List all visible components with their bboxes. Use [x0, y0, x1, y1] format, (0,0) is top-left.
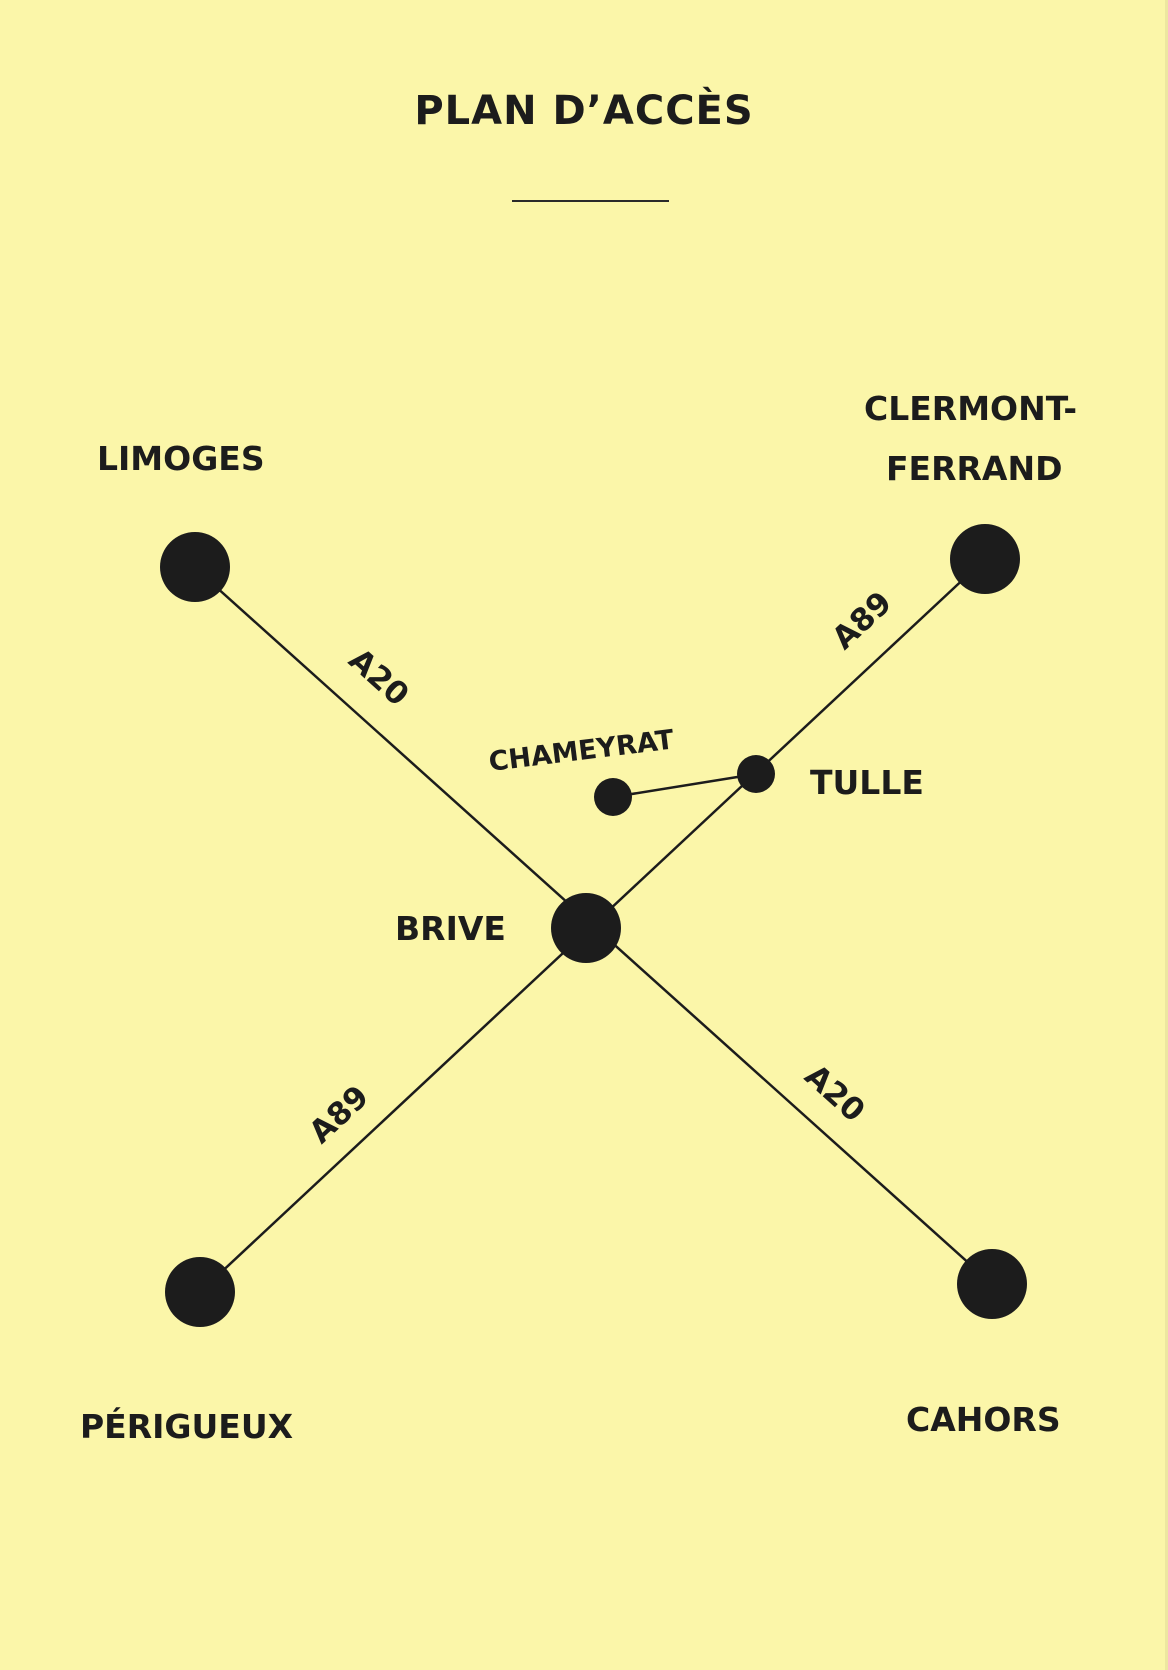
perigueux-label: PÉRIGUEUX [80, 1406, 293, 1446]
title-underline [512, 200, 669, 202]
tulle-label: TULLE [810, 763, 924, 802]
road-label-a20-north: A20 [342, 642, 416, 714]
chameyrat-label: CHAMEYRAT [487, 724, 676, 778]
clermont-ferrand-marker [950, 524, 1020, 594]
clermont-label-line1: CLERMONT- [864, 389, 1077, 428]
road-label-a89-east: A89 [825, 585, 899, 657]
cahors-marker [957, 1249, 1027, 1319]
tulle-marker [737, 755, 775, 793]
chameyrat-marker [594, 778, 632, 816]
limoges-label: LIMOGES [97, 439, 265, 478]
road-chameyrat-tulle [612, 772, 757, 799]
cahors-label: CAHORS [906, 1400, 1061, 1439]
road-label-a89-west: A89 [302, 1079, 376, 1151]
brive-marker [551, 893, 621, 963]
page-title: PLAN D’ACCÈS [414, 88, 754, 134]
brive-label: BRIVE [395, 909, 506, 948]
perigueux-marker [165, 1257, 235, 1327]
limoges-marker [160, 532, 230, 602]
clermont-label-line2: FERRAND [886, 449, 1062, 488]
